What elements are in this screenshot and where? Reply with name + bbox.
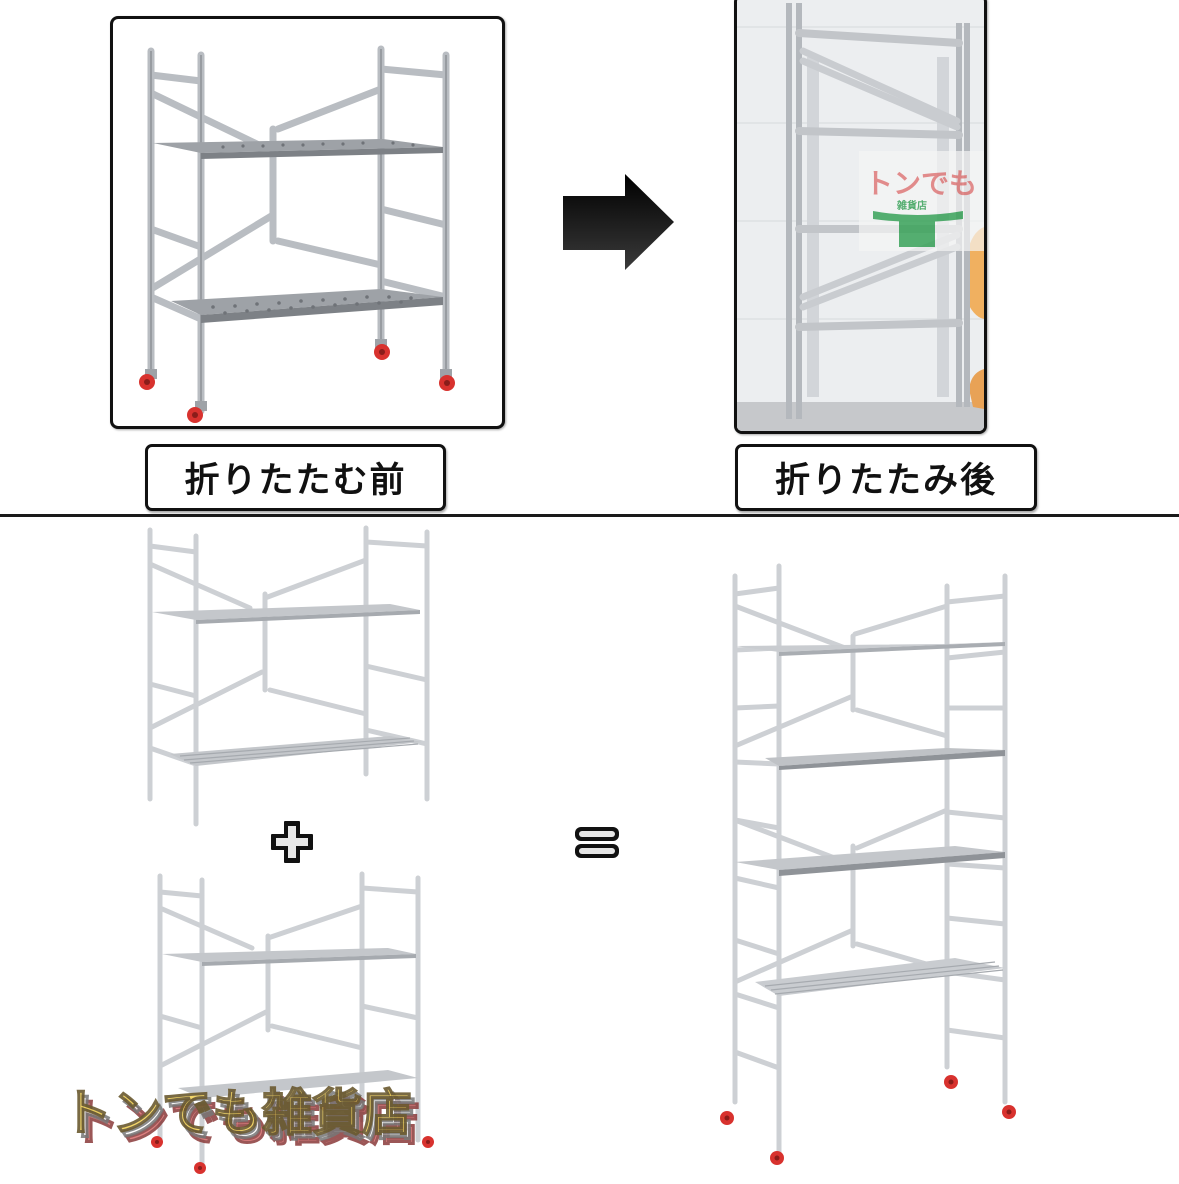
before-folding-image-frame xyxy=(110,16,505,429)
scaffold-unit-bottom xyxy=(148,870,438,1180)
tower-caster-wheels xyxy=(720,1075,1016,1165)
caster-wheels xyxy=(139,339,455,423)
logo-main-text: トンでも xyxy=(865,167,977,200)
unfolded-scaffold-illustration xyxy=(139,45,455,423)
folded-scaffold-photo: トンでも 雑貨店 xyxy=(737,0,984,431)
watermark-main-text: トンでも雑貨店 xyxy=(62,1084,412,1142)
logo-sub-text: 雑貨店 xyxy=(896,199,927,212)
after-folding-label: 折りたたみ後 xyxy=(735,444,1037,511)
equals-icon xyxy=(574,826,620,860)
after-folding-label-text: 折りたたみ後 xyxy=(774,461,997,501)
store-name-watermark: トンでも雑貨店 トンでも雑貨店 トンでも雑貨店 xyxy=(52,1070,452,1150)
scaffold-unit-top xyxy=(140,524,440,834)
plus-icon xyxy=(270,820,314,864)
right-arrow-icon xyxy=(560,172,676,272)
watermark-outline-text: トンでも雑貨店 xyxy=(66,1089,416,1147)
before-folding-label: 折りたたむ前 xyxy=(145,444,446,511)
section-divider xyxy=(0,514,1179,517)
after-folding-image-frame: トンでも 雑貨店 xyxy=(734,0,987,434)
store-logo-watermark: トンでも 雑貨店 xyxy=(859,151,984,251)
watermark-shadow-text: トンでも雑貨店 xyxy=(70,1094,420,1150)
stacked-scaffold-tower xyxy=(715,562,1025,1172)
before-folding-label-text: 折りたたむ前 xyxy=(184,461,407,501)
